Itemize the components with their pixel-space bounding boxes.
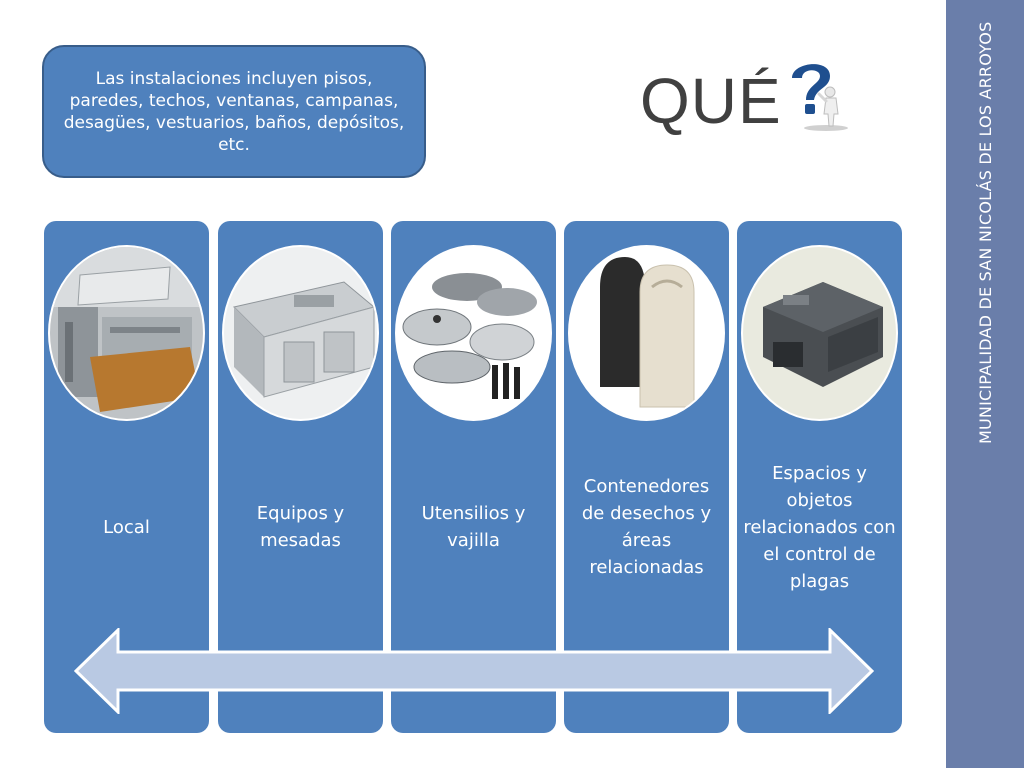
steel-kitchen-equipment-photo xyxy=(224,247,377,419)
category-label: Utensilios y vajilla xyxy=(421,503,526,551)
category-card-local: Local xyxy=(44,221,209,733)
cookware-set-photo xyxy=(397,247,550,419)
callout-box: Las instalaciones incluyen pisos, parede… xyxy=(42,45,426,178)
category-card-contenedores: Contenedores de desechos y áreas relacio… xyxy=(564,221,729,733)
sidebar-title: MUNICIPALIDAD DE SAN NICOLÁS DE LOS ARRO… xyxy=(975,22,995,445)
category-card-utensilios: Utensilios y vajilla xyxy=(391,221,556,733)
category-label: Local xyxy=(103,516,150,538)
sidebar-title-wrap: MUNICIPALIDAD DE SAN NICOLÁS DE LOS ARRO… xyxy=(946,0,1024,768)
category-label: Contenedores de desechos y áreas relacio… xyxy=(581,476,712,578)
question-mark-figure-icon xyxy=(792,64,848,131)
category-card-plagas: Espacios y objetos relacionados con el c… xyxy=(737,221,902,733)
page-title: QUÉ xyxy=(640,65,782,137)
rodent-bait-station-photo xyxy=(743,247,896,419)
double-arrow-icon xyxy=(74,628,874,714)
category-label: Espacios y objetos relacionados con el c… xyxy=(743,462,896,592)
sidebar-band xyxy=(946,0,1024,768)
category-label: Equipos y mesadas xyxy=(256,503,345,551)
kitchen-interior-photo xyxy=(50,247,203,419)
trash-bins-photo xyxy=(570,247,723,419)
callout-text: Las instalaciones incluyen pisos, parede… xyxy=(63,68,405,155)
category-card-equipos: Equipos y mesadas xyxy=(218,221,383,733)
